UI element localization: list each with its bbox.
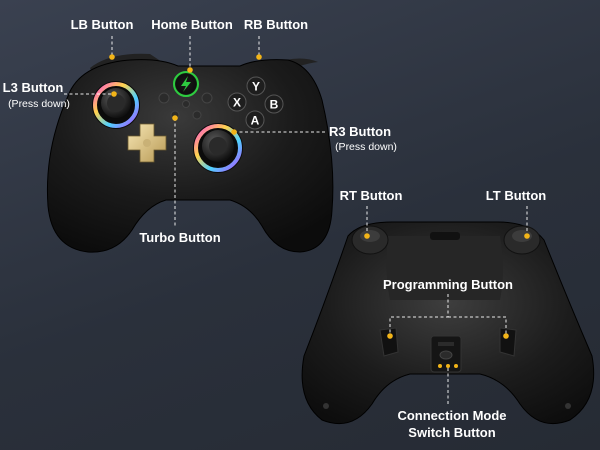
label-lt-button: LT Button — [486, 188, 546, 203]
face-button-b[interactable]: B — [264, 94, 284, 114]
programming-paddle-right[interactable] — [499, 327, 517, 357]
lightning-bolt-icon — [181, 76, 191, 92]
svg-text:A: A — [251, 114, 260, 128]
face-button-y[interactable]: Y — [246, 76, 266, 96]
markers — [109, 54, 530, 368]
label-rb-button: RB Button — [244, 17, 308, 32]
front-controller: Y X B A — [46, 53, 334, 253]
back-controller — [301, 221, 595, 424]
label-l3-button: L3 Button — [3, 80, 64, 95]
svg-text:X: X — [233, 96, 241, 110]
view-button[interactable] — [158, 92, 170, 104]
usb-port — [430, 232, 460, 240]
label-home-button: Home Button — [151, 17, 233, 32]
aux-button[interactable] — [192, 110, 202, 120]
label-r3-sub: (Press down) — [335, 141, 397, 153]
label-connection-mode-line2: Switch Button — [408, 425, 495, 440]
connection-switch[interactable] — [430, 335, 462, 373]
label-lb-button: LB Button — [71, 17, 134, 32]
label-turbo-button: Turbo Button — [139, 230, 220, 245]
screw — [323, 403, 329, 409]
labels: LB Button Home Button RB Button L3 Butto… — [3, 17, 547, 440]
left-stick[interactable] — [92, 81, 140, 129]
rt-trigger[interactable] — [351, 225, 389, 255]
leader-lines — [64, 36, 528, 405]
programming-paddle-left[interactable] — [379, 327, 399, 357]
svg-text:Y: Y — [252, 80, 260, 94]
label-rt-button: RT Button — [340, 188, 403, 203]
face-button-a[interactable]: A — [245, 110, 265, 130]
label-connection-mode-line1: Connection Mode — [397, 408, 506, 423]
face-button-x[interactable]: X — [227, 92, 247, 112]
share-button[interactable] — [182, 100, 190, 108]
menu-button[interactable] — [201, 92, 213, 104]
dpad[interactable] — [127, 123, 167, 163]
home-button[interactable] — [173, 71, 199, 97]
screw — [565, 403, 571, 409]
lt-trigger[interactable] — [503, 225, 541, 255]
label-r3-button: R3 Button — [329, 124, 391, 139]
svg-text:B: B — [270, 98, 279, 112]
label-l3-sub: (Press down) — [8, 98, 70, 110]
right-stick[interactable] — [193, 123, 243, 173]
label-programming-button: Programming Button — [383, 277, 513, 292]
back-panel — [386, 236, 503, 300]
